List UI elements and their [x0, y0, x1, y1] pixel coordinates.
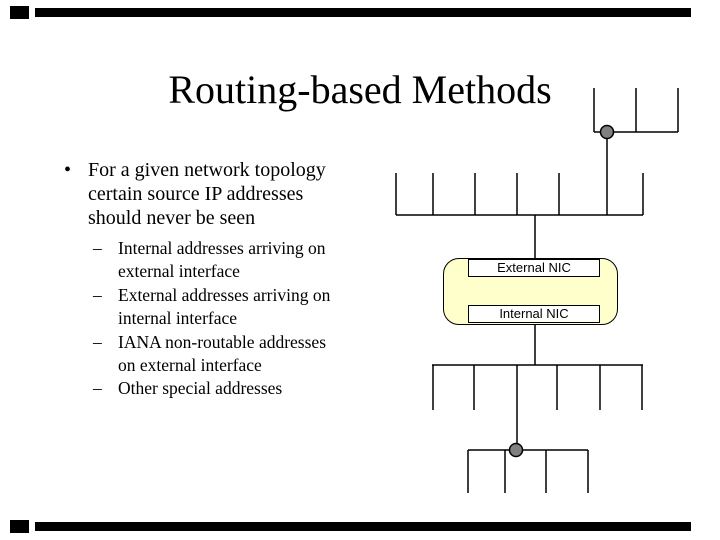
top-network-segment [593, 88, 679, 133]
page-title: Routing-based Methods [168, 67, 552, 112]
dash-marker: – [93, 331, 102, 352]
sub-bullet-text: Internal addresses arriving on external … [118, 237, 326, 284]
sub-bullet-line: external interface [118, 261, 240, 282]
main-bullet-line: certain source IP addresses [88, 183, 304, 205]
network-node-top [599, 124, 615, 140]
sub-bullet-line: Internal addresses arriving on [118, 238, 326, 258]
main-bullet-line: For a given network topology [88, 159, 326, 181]
sub-bullet-item: – Other special addresses [93, 377, 364, 400]
bottom-border-bar [35, 522, 691, 531]
sub-bullet-line: internal interface [118, 308, 238, 329]
network-node-bottom [508, 442, 524, 458]
bullet-marker: • [64, 159, 72, 181]
sub-bullet-text: IANA non-routable addresses on external … [118, 331, 326, 378]
top-left-border-square [10, 6, 29, 19]
dash-marker: – [93, 284, 102, 305]
lower-network-bus [432, 364, 643, 410]
upper-network-bus [395, 173, 644, 216]
main-bullet-text: For a given network topology certain sou… [88, 158, 326, 230]
internal-nic-box: Internal NIC [468, 305, 600, 323]
firewall-nic-panel: External NIC Internal NIC [443, 258, 618, 325]
bottom-network-segment [467, 449, 589, 493]
external-nic-label: External NIC [497, 260, 571, 275]
sub-bullet-list: – Internal addresses arriving on externa… [93, 237, 364, 401]
sub-bullet-item: – Internal addresses arriving on externa… [93, 237, 364, 284]
top-border-bar [35, 8, 691, 17]
sub-bullet-text: External addresses arriving on internal … [118, 284, 330, 331]
main-bullet-item: • For a given network topology certain s… [64, 158, 364, 230]
external-nic-box: External NIC [468, 259, 600, 277]
sub-bullet-line: Other special addresses [118, 378, 283, 399]
sub-bullet-line: IANA non-routable addresses [118, 331, 327, 352]
bottom-left-border-square [10, 520, 29, 533]
bullet-list: • For a given network topology certain s… [64, 158, 364, 401]
main-bullet-line: should never be seen [88, 207, 256, 229]
sub-bullet-line: on external interface [118, 355, 262, 376]
internal-nic-label: Internal NIC [499, 306, 569, 321]
dash-marker: – [93, 378, 102, 399]
dash-marker: – [93, 238, 102, 258]
sub-bullet-line: External addresses arriving on [118, 284, 331, 305]
sub-bullet-item: – IANA non-routable addresses on externa… [93, 331, 364, 378]
sub-bullet-text: Other special addresses [118, 377, 282, 400]
sub-bullet-item: – External addresses arriving on interna… [93, 284, 364, 331]
